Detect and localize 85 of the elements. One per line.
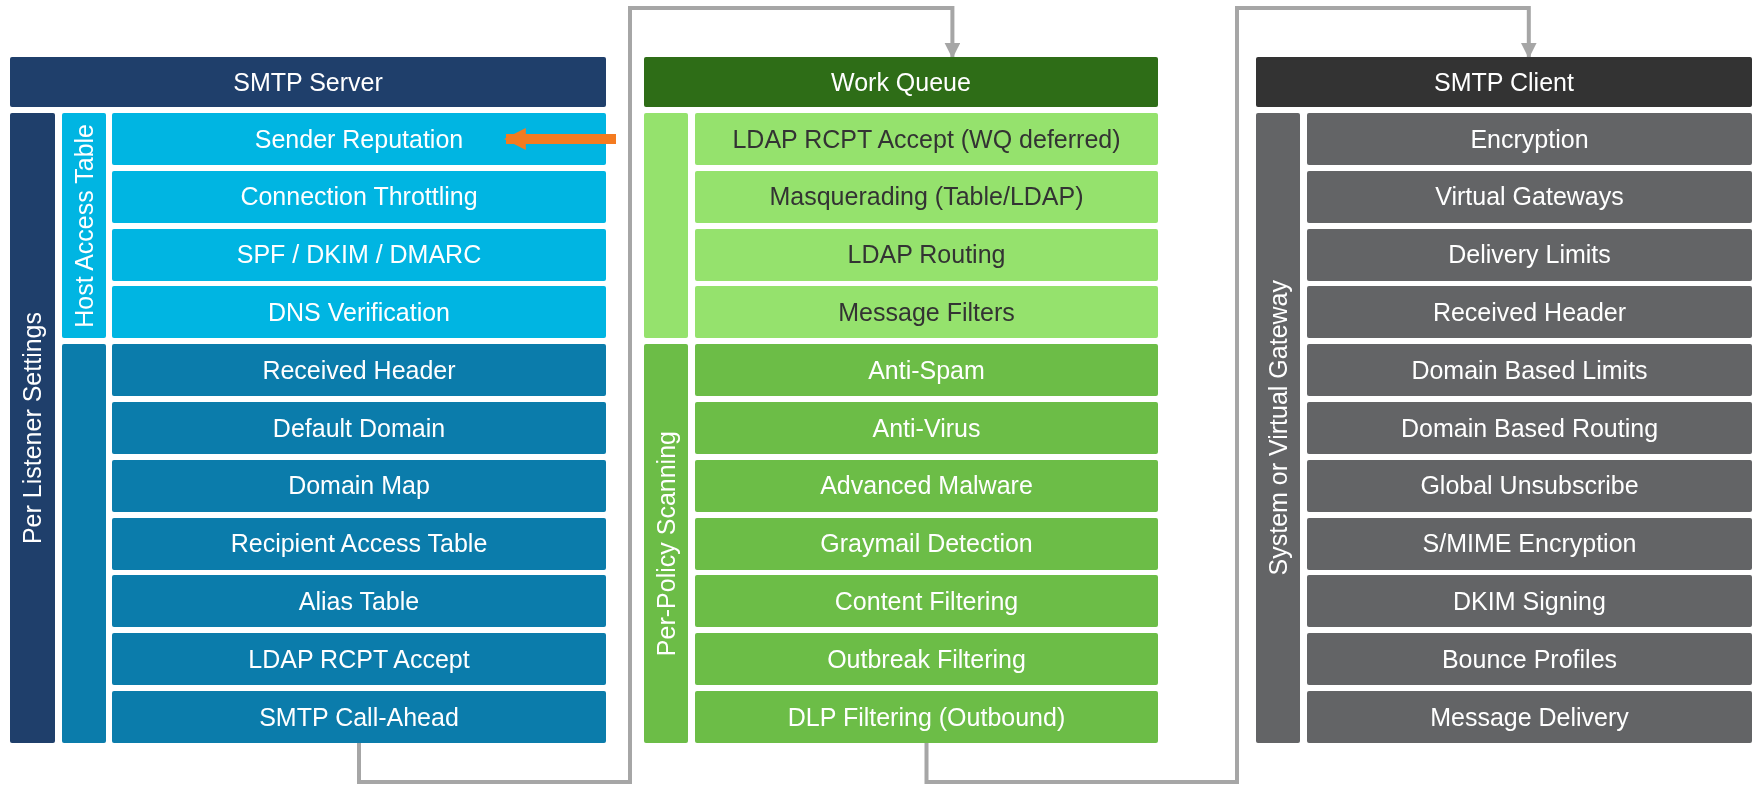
item-label: Anti-Spam [868, 355, 985, 385]
item-label: Delivery Limits [1448, 240, 1611, 270]
list-item-box [112, 517, 606, 570]
item-label: S/MIME Encryption [1422, 529, 1637, 559]
list-item-box [1307, 228, 1752, 281]
item-label: Anti-Virus [872, 413, 981, 443]
band-label: Per Listener Settings [18, 311, 47, 544]
list-item-box [1307, 344, 1752, 397]
item-label: Bounce Profiles [1441, 644, 1618, 674]
list-item-box [112, 170, 606, 223]
item-label: SPF / DKIM / DMARC [236, 240, 482, 270]
side-band [10, 113, 55, 743]
item-label: LDAP Routing [847, 240, 1006, 270]
list-item-box [695, 228, 1158, 281]
list-item-box [112, 575, 606, 628]
item-label: Received Header [1432, 297, 1627, 327]
list-item-box [1307, 459, 1752, 512]
arrow [503, 128, 616, 150]
list-item-box [695, 459, 1158, 512]
list-item-box [695, 113, 1158, 165]
list-item-box [112, 286, 606, 339]
item-label: Work Queue [831, 67, 971, 97]
list-item-box [112, 633, 606, 686]
item-label: DLP Filtering (Outbound) [787, 702, 1066, 732]
item-label: Received Header [262, 355, 456, 385]
list-item-box [695, 286, 1158, 339]
arrow [924, 6, 1537, 784]
item-label: Domain Based Limits [1411, 355, 1648, 385]
list-item-box [112, 459, 606, 512]
item-label: Content Filtering [834, 586, 1019, 616]
list-item-box [695, 517, 1158, 570]
band-label: Host Access Table [69, 123, 99, 328]
list-item-box [1307, 170, 1752, 223]
item-label: LDAP RCPT Accept [248, 644, 470, 674]
list-item-box [1307, 633, 1752, 686]
item-label: Virtual Gateways [1435, 182, 1624, 212]
list-item-box [112, 344, 606, 397]
item-label: Encryption [1470, 124, 1589, 154]
list-item-box [695, 344, 1158, 397]
list-item-box [695, 402, 1158, 454]
item-label: Domain Map [288, 471, 430, 501]
item-label: Recipient Access Table [230, 529, 488, 559]
item-label: Graymail Detection [820, 529, 1033, 559]
item-label: Connection Throttling [240, 182, 478, 212]
band-label: Per-Policy Scanning [651, 430, 681, 657]
item-label: Advanced Malware [820, 471, 1033, 501]
list-item-box [695, 633, 1158, 686]
item-label: Default Domain [272, 413, 446, 443]
item-label: Outbreak Filtering [827, 644, 1026, 674]
item-label: Global Unsubscribe [1420, 471, 1639, 501]
list-item-box [1307, 691, 1752, 743]
item-label: Message Filters [838, 297, 1015, 327]
item-label: LDAP RCPT Accept (WQ deferred) [732, 124, 1121, 154]
item-label: DKIM Signing [1453, 586, 1606, 616]
side-band [62, 344, 106, 743]
band-label: System or Virtual Gateway [1263, 280, 1293, 576]
side-band [1256, 113, 1300, 743]
list-item-box [1307, 575, 1752, 628]
arrow [357, 6, 961, 784]
list-item-box [1307, 113, 1752, 165]
list-item-box [1307, 286, 1752, 339]
list-item-box [695, 170, 1158, 223]
item-label: Message Delivery [1430, 702, 1629, 732]
side-band [62, 113, 106, 339]
item-label: DNS Verification [268, 297, 450, 327]
column-header [1256, 57, 1752, 107]
list-item-box [112, 691, 606, 743]
list-item-box [1307, 517, 1752, 570]
item-label: SMTP Server [233, 67, 383, 97]
list-item-box [695, 691, 1158, 743]
item-label: Sender Reputation [254, 124, 464, 154]
list-item-box [695, 575, 1158, 628]
column-header [644, 57, 1158, 107]
item-label: Alias Table [298, 586, 420, 616]
list-item-box [112, 402, 606, 454]
item-label: Domain Based Routing [1400, 413, 1659, 443]
list-item-box [112, 228, 606, 281]
column-header [10, 57, 606, 107]
list-item-box [112, 113, 606, 165]
item-label: SMTP Call-Ahead [259, 702, 459, 732]
item-label: SMTP Client [1434, 67, 1574, 97]
list-item-box [1307, 402, 1752, 454]
side-band [644, 344, 688, 743]
item-label: Masquerading (Table/LDAP) [769, 182, 1084, 212]
side-band [644, 113, 688, 339]
